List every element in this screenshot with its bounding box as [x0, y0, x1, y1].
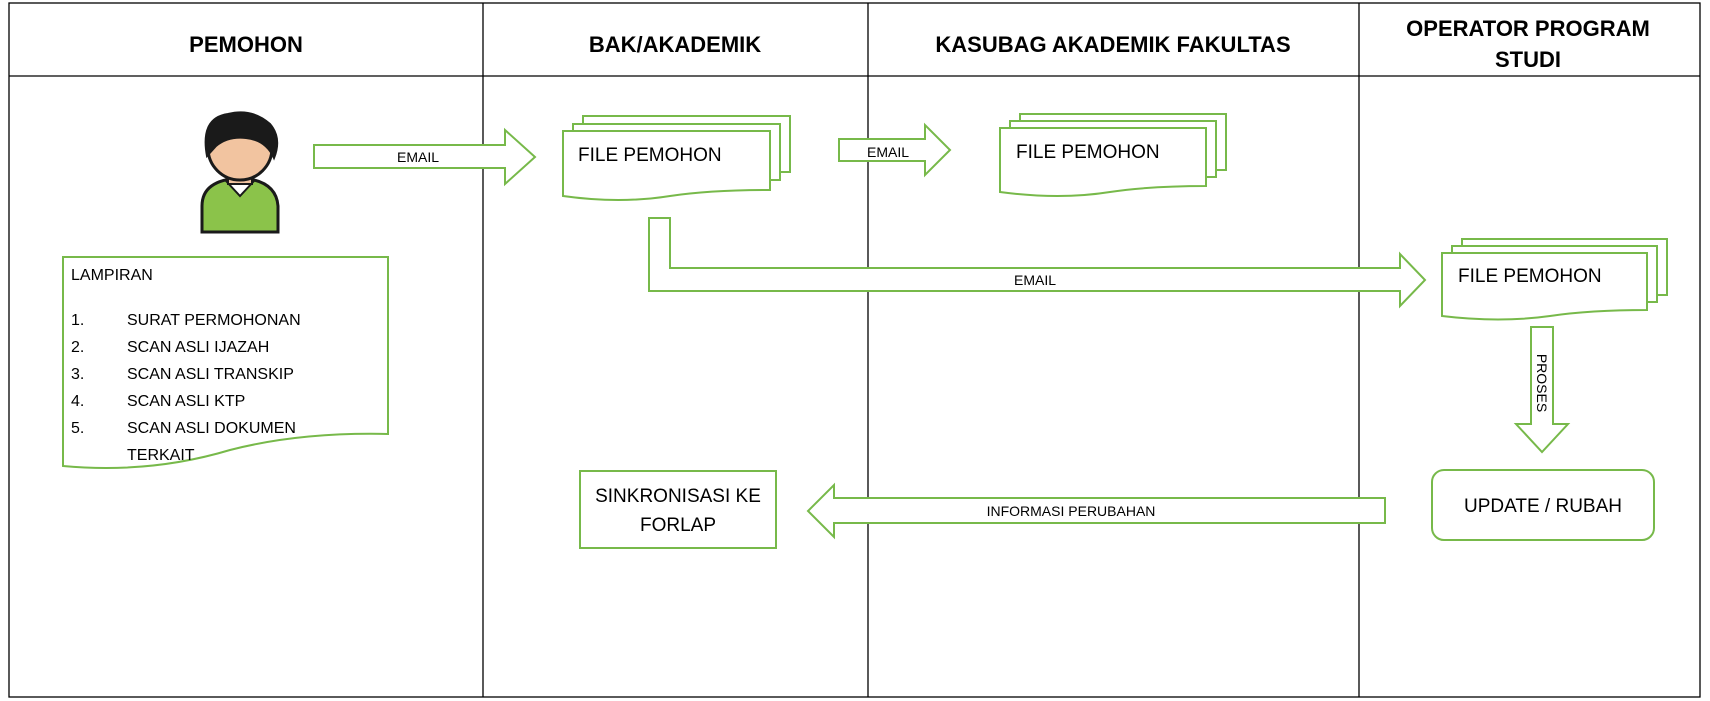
arrow-shape	[1513, 326, 1571, 454]
attachment-title: LAMPIRAN	[71, 267, 153, 284]
attachment-item-text: SURAT PERMOHONAN	[127, 312, 301, 329]
arrow-label-email: EMAIL	[397, 149, 439, 165]
arrow-email-bak-to-kasubag: EMAIL	[838, 122, 952, 178]
lane-header-operator-line-2: STUDI	[1495, 47, 1561, 72]
update-box-label: UPDATE / RUBAH	[1464, 496, 1622, 517]
attachment-item-text: SCAN ASLI TRANSKIP	[127, 366, 294, 383]
lane-header-operator-line-1: OPERATOR PROGRAM	[1406, 16, 1650, 41]
diagram-border	[8, 2, 1701, 698]
attachment-shape	[62, 256, 389, 469]
arrow-shape	[313, 127, 537, 187]
lane-header-bak-akademik: BAK/AKADEMIK	[589, 32, 761, 57]
sinkronisasi-box: SINKRONISASI KE FORLAP	[579, 470, 777, 549]
sinkronisasi-label-line-2: FORLAP	[640, 515, 716, 536]
arrow-shape	[806, 482, 1386, 540]
arrow-label-email: EMAIL	[867, 144, 909, 160]
document-stack-operator: FILE PEMOHON	[1441, 238, 1668, 321]
document-label: FILE PEMOHON	[1458, 266, 1602, 287]
document-label: FILE PEMOHON	[1016, 142, 1160, 163]
attachment-item-num: 3.	[71, 366, 84, 383]
arrow-label-informasi: INFORMASI PERUBAHAN	[987, 503, 1156, 519]
arrow-shape	[838, 122, 952, 178]
attachment-item-text-cont: TERKAIT	[127, 447, 195, 464]
document-front-sheet	[999, 127, 1207, 197]
attachment-items: 1. SURAT PERMOHONAN 2. SCAN ASLI IJAZAH …	[71, 312, 301, 464]
arrow-proses: PROSES	[1513, 326, 1571, 454]
sinkronisasi-label-line-1: SINKRONISASI KE	[595, 486, 761, 507]
attachment-item-text: SCAN ASLI KTP	[127, 393, 245, 410]
document-stack-kasubag: FILE PEMOHON	[999, 113, 1227, 197]
document-front-sheet	[562, 130, 771, 201]
arrow-label-email: EMAIL	[1014, 272, 1056, 288]
arrow-shape	[648, 217, 1427, 309]
attachment-item-num: 1.	[71, 312, 84, 329]
sinkronisasi-box-shape	[579, 470, 777, 549]
arrow-email-pemohon-to-bak: EMAIL	[313, 127, 537, 187]
attachment-item-text: SCAN ASLI IJAZAH	[127, 339, 269, 356]
document-front-sheet	[1441, 252, 1648, 321]
arrow-informasi-perubahan: INFORMASI PERUBAHAN	[806, 482, 1386, 540]
attachment-document: LAMPIRAN 1. SURAT PERMOHONAN 2. SCAN ASL…	[62, 256, 389, 469]
person-icon	[200, 111, 280, 234]
person-hair	[204, 111, 279, 161]
attachment-item-num: 2.	[71, 339, 84, 356]
lane-header-kasubag: KASUBAG AKADEMIK FAKULTAS	[935, 32, 1290, 57]
attachment-item-text: SCAN ASLI DOKUMEN	[127, 420, 296, 437]
document-label: FILE PEMOHON	[578, 145, 722, 166]
update-box-shape	[1431, 469, 1655, 541]
update-box: UPDATE / RUBAH	[1431, 469, 1655, 541]
attachment-item-num: 5.	[71, 420, 84, 437]
arrow-email-bak-to-operator: EMAIL	[648, 217, 1427, 309]
arrow-label-proses: PROSES	[1534, 354, 1550, 412]
attachment-item-num: 4.	[71, 393, 84, 410]
lane-header-pemohon: PEMOHON	[189, 32, 303, 57]
document-stack-bak: FILE PEMOHON	[562, 115, 791, 201]
swimlane-grid	[8, 2, 1701, 698]
